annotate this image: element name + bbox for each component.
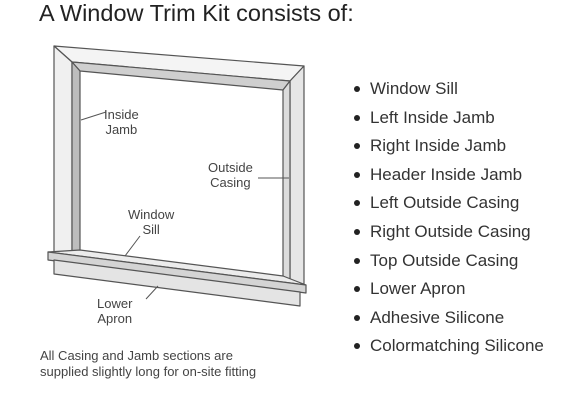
lower-apron-label: Lower Apron bbox=[97, 296, 133, 326]
bullet-icon bbox=[354, 286, 360, 293]
list-item: Top Outside Casing bbox=[354, 248, 544, 277]
bullet-icon bbox=[354, 314, 360, 321]
fitting-note: All Casing and Jamb sections are supplie… bbox=[40, 348, 257, 379]
list-item: Adhesive Silicone bbox=[354, 305, 544, 334]
page-title: A Window Trim Kit consists of: bbox=[39, 0, 354, 26]
bullet-icon bbox=[354, 114, 360, 121]
list-item: Left Inside Jamb bbox=[354, 105, 544, 134]
bullet-icon bbox=[354, 171, 360, 178]
list-item: Header Inside Jamb bbox=[354, 162, 544, 191]
inside-jamb-leader bbox=[80, 111, 107, 121]
list-item: Lower Apron bbox=[354, 276, 544, 305]
list-item: Colormatching Silicone bbox=[354, 333, 544, 362]
list-item: Left Outside Casing bbox=[354, 190, 544, 219]
window-sill-label: Window Sill bbox=[128, 207, 175, 237]
lower-apron bbox=[53, 259, 301, 307]
window-sill-edge bbox=[47, 251, 307, 294]
inside-jamb-label: Inside Jamb bbox=[104, 107, 139, 137]
list-item: Window Sill bbox=[354, 76, 544, 105]
lower-apron-leader bbox=[145, 285, 159, 300]
kit-contents-list: Window Sill Left Inside Jamb Right Insid… bbox=[354, 76, 544, 362]
window-sill-leader bbox=[124, 235, 141, 257]
right-outside-casing bbox=[289, 65, 305, 285]
outside-casing-label: Outside Casing bbox=[208, 160, 253, 190]
left-inside-jamb bbox=[71, 61, 81, 253]
list-item: Right Inside Jamb bbox=[354, 133, 544, 162]
bullet-icon bbox=[354, 143, 360, 150]
bullet-icon bbox=[354, 86, 360, 92]
bullet-icon bbox=[354, 228, 360, 235]
list-item: Right Outside Casing bbox=[354, 219, 544, 248]
bullet-icon bbox=[354, 343, 360, 350]
bullet-icon bbox=[354, 200, 360, 207]
bullet-icon bbox=[354, 257, 360, 264]
right-inside-jamb bbox=[282, 80, 291, 281]
left-outside-casing bbox=[53, 45, 73, 253]
